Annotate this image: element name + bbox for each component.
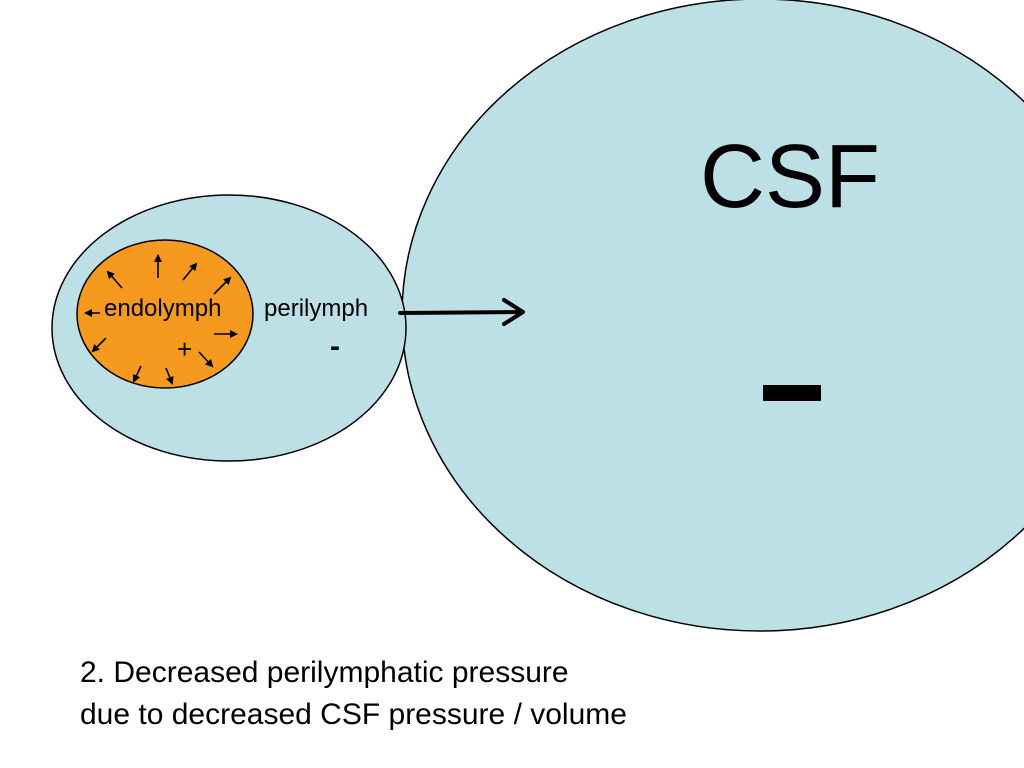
pressure-arrow-right-up bbox=[213, 276, 232, 295]
perilymph-label: perilymph bbox=[264, 295, 369, 322]
perilymph-minus-sign: - bbox=[330, 330, 340, 363]
caption-line-2: due to decreased CSF pressure / volume bbox=[80, 698, 627, 731]
arrow-right-icon bbox=[398, 298, 525, 326]
pressure-arrow-down bbox=[165, 367, 174, 385]
caption-line-1: 2. Decreased perilymphatic pressure bbox=[80, 656, 569, 689]
pressure-arrow-down-left-2 bbox=[132, 365, 142, 383]
pressure-arrow-up-left bbox=[106, 270, 123, 289]
pressure-arrow-down-right bbox=[198, 351, 214, 368]
pressure-arrow-down-left bbox=[91, 337, 107, 353]
endolymph-label: endolymph bbox=[104, 295, 222, 322]
outward-arrows-icon bbox=[84, 254, 238, 385]
caption: 2. Decreased perilymphatic pressure due … bbox=[80, 652, 627, 736]
endolymph-region bbox=[76, 239, 254, 389]
csf-region bbox=[401, 0, 1024, 632]
endolymph-plus-sign: + bbox=[177, 334, 193, 364]
pressure-arrow-up-right bbox=[182, 262, 198, 281]
csf-minus-sign bbox=[763, 385, 821, 401]
csf-label: CSF bbox=[700, 127, 880, 227]
